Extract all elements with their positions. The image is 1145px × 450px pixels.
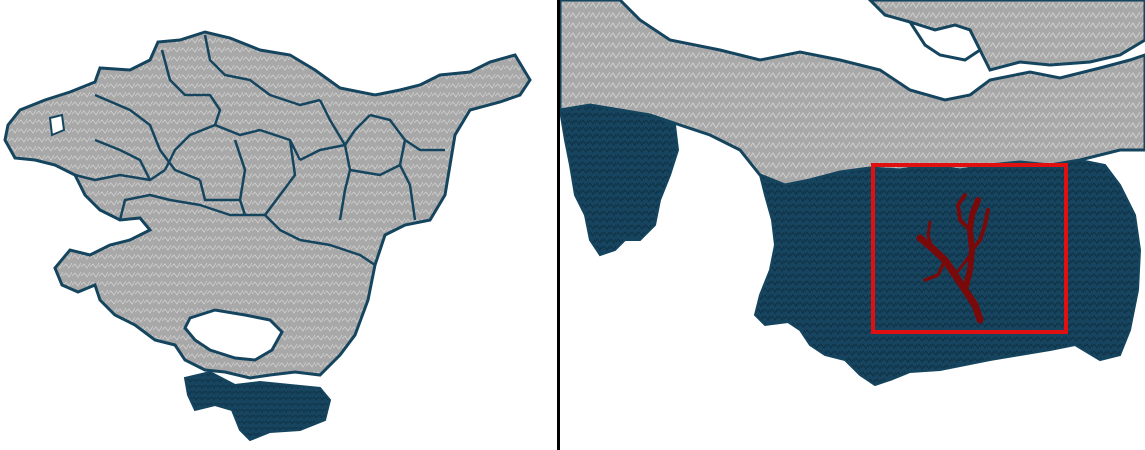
detail-map-panel <box>560 0 1145 450</box>
river-network-icon <box>916 193 990 324</box>
panel-divider <box>557 0 560 450</box>
overview-map-svg <box>3 30 532 442</box>
terrain-northeast <box>867 0 1145 72</box>
highlighted-region <box>753 158 1142 387</box>
terrain-inlet <box>906 19 982 62</box>
region-outline <box>3 30 532 380</box>
zoom-extent-box <box>871 163 1068 334</box>
highlighted-peninsula <box>560 103 680 257</box>
highlighted-region <box>183 370 332 442</box>
coastal-notch <box>48 113 66 137</box>
district-boundaries <box>74 34 445 267</box>
detail-map-svg <box>560 0 1145 387</box>
enclave <box>183 308 284 362</box>
terrain-band <box>560 0 1145 187</box>
overview-map-panel <box>0 0 557 450</box>
